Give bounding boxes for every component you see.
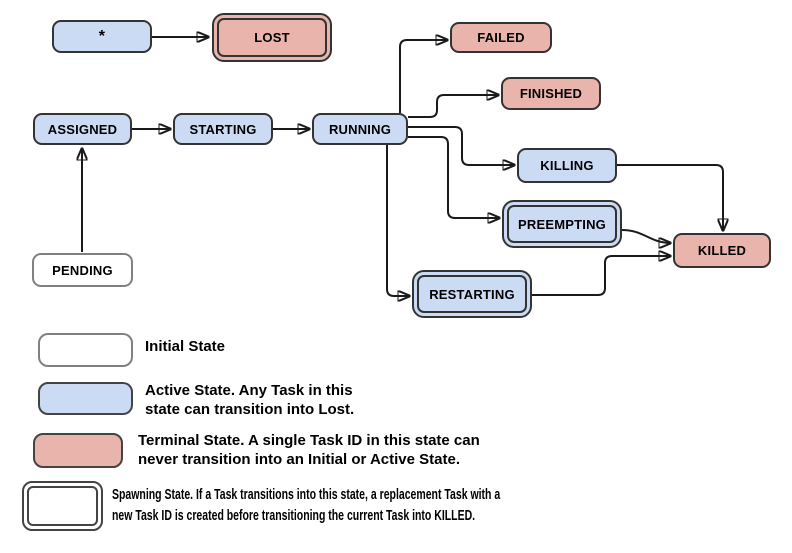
state-label: PREEMPTING	[518, 216, 606, 232]
edge-running-failed	[399, 40, 448, 113]
legend-text-initial: Initial State	[145, 338, 225, 357]
legend-line: Terminal State. A single Task ID in this…	[138, 432, 480, 449]
state-node-finished: FINISHED	[501, 77, 601, 110]
edge-running-restarting	[386, 145, 410, 296]
legend-line: Spawning State. If a Task transitions in…	[112, 486, 501, 503]
legend-swatch-active	[38, 382, 133, 415]
state-label: KILLED	[697, 243, 747, 258]
state-node-killed: KILLED	[673, 233, 771, 268]
state-label: ASSIGNED	[47, 121, 118, 137]
legend-swatch-terminal	[33, 433, 123, 468]
inner-border: LOST	[217, 18, 327, 57]
state-label: FINISHED	[519, 86, 583, 101]
edge-restarting-killed	[532, 256, 671, 296]
state-node-lost: LOST	[212, 13, 332, 62]
state-label: KILLING	[540, 158, 594, 173]
legend-text-terminal: Terminal State. A single Task ID in this…	[138, 432, 480, 469]
state-node-killing: KILLING	[517, 148, 617, 183]
inner-border: RESTARTING	[417, 275, 527, 313]
state-label: STARTING	[189, 121, 257, 137]
state-node-running: RUNNING	[312, 113, 408, 145]
legend-line: Initial State	[145, 338, 226, 355]
state-node-starting: STARTING	[173, 113, 273, 145]
legend-text-spawning: Spawning State. If a Task transitions in…	[112, 484, 667, 526]
state-node-failed: FAILED	[450, 22, 552, 53]
state-label: LOST	[254, 30, 290, 45]
inner-border	[27, 486, 98, 526]
state-label: RESTARTING	[429, 286, 515, 302]
edge-preempting-killed	[621, 229, 671, 243]
state-node-pending: PENDING	[32, 253, 133, 287]
state-label: RUNNING	[328, 121, 392, 137]
legend-line: new Task ID is created before transition…	[112, 507, 476, 524]
legend-swatch-spawning	[22, 481, 103, 531]
legend-line: state can transition into Lost.	[145, 400, 355, 418]
edge-running-killing	[408, 126, 515, 165]
state-node-star: *	[52, 20, 152, 53]
legend-swatch-initial	[38, 333, 133, 367]
inner-border: PREEMPTING	[507, 205, 617, 243]
legend-line: Active State. Any Task in this	[145, 382, 353, 399]
state-node-restarting: RESTARTING	[412, 270, 532, 318]
state-node-preempting: PREEMPTING	[502, 200, 622, 248]
legend-text-active: Active State. Any Task in this state can…	[145, 382, 354, 419]
edge-running-preempting	[408, 136, 500, 218]
state-label: PENDING	[52, 262, 113, 278]
edge-killing-killed	[617, 164, 723, 231]
legend-line: never transition into an Initial or Acti…	[138, 450, 461, 468]
state-node-assigned: ASSIGNED	[33, 113, 132, 145]
state-label: *	[98, 27, 106, 45]
edge-running-finished	[408, 95, 499, 118]
state-label: FAILED	[477, 30, 525, 45]
